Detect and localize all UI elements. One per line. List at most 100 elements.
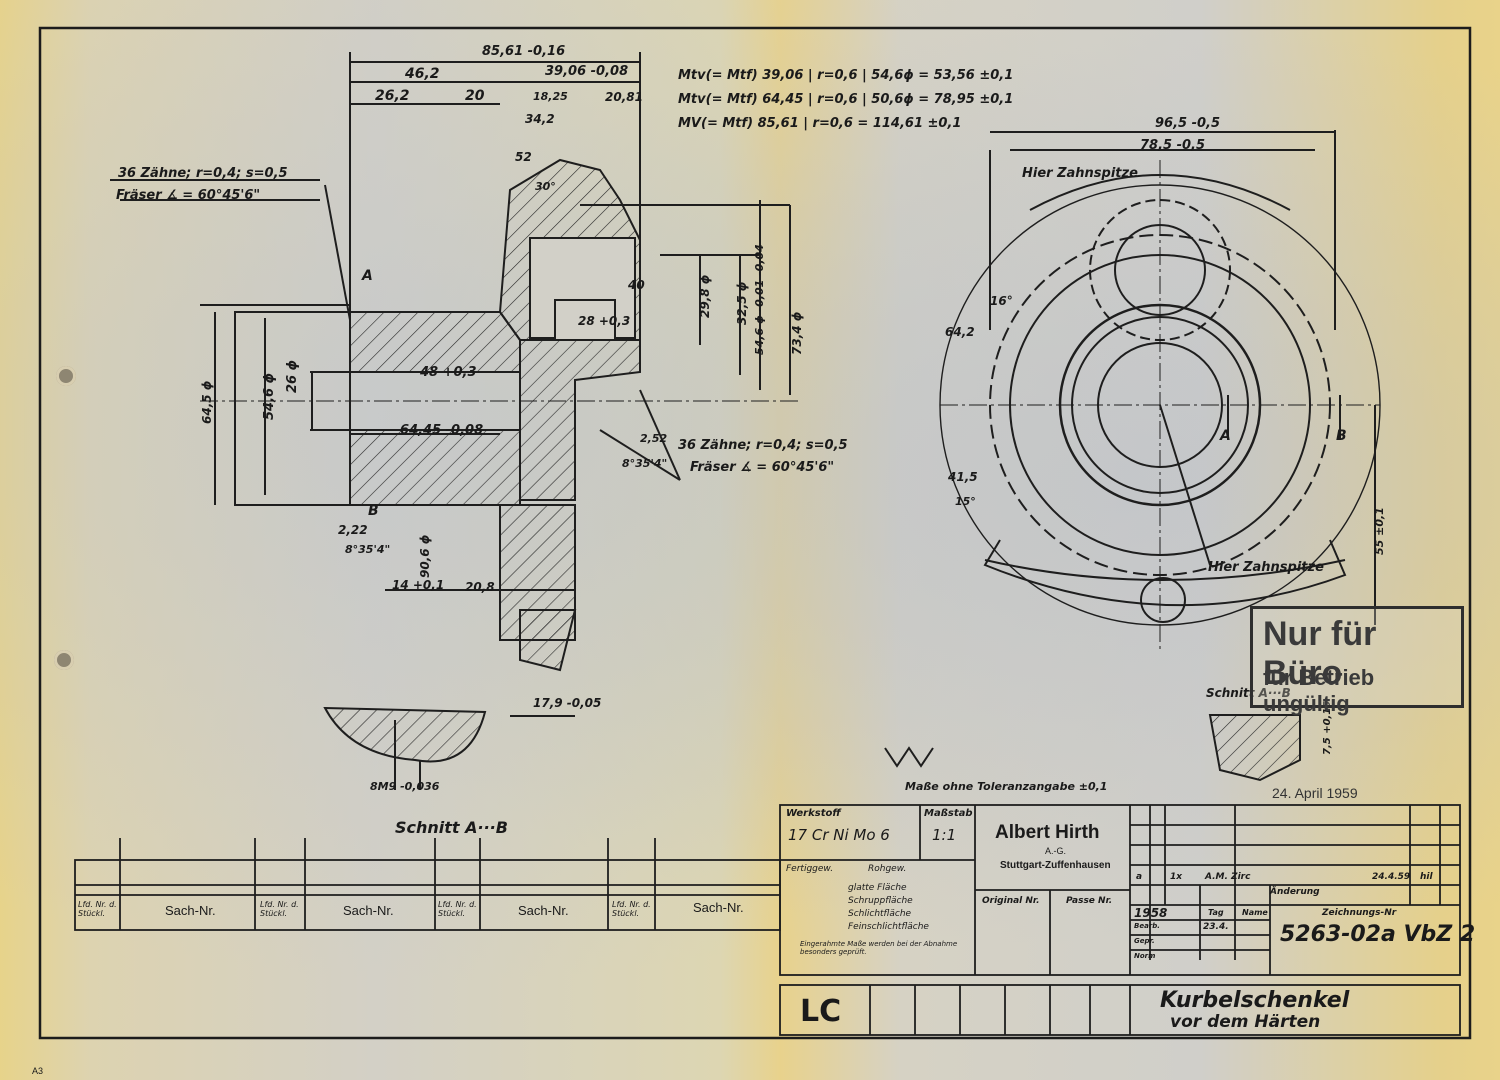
drawing-number-label: Zeichnungs-Nr (1322, 908, 1397, 918)
change-sign: hil (1420, 872, 1433, 882)
year: 1958 (1134, 906, 1168, 920)
parts-list-lfd: Lfd. Nr. d. Stückl. (438, 900, 477, 918)
punch-hole (54, 650, 74, 670)
dimension-label: 46,2 (405, 66, 440, 82)
torque-note: Mtv(= Mtf) 39,06 | r=0,6 | 54,6ϕ = 53,56… (678, 68, 1014, 83)
parts-list-lfd: Lfd. Nr. d. Stückl. (78, 900, 117, 918)
dimension-label: 55 ±0,1 (1373, 507, 1386, 555)
scale-value: 1:1 (932, 826, 957, 844)
dimension-label: 26 ϕ (285, 360, 300, 393)
sheet-format: A3 (32, 1066, 44, 1076)
surface-legend: Schruppfläche (848, 896, 913, 906)
surface-legend: glatte Fläche (848, 883, 907, 893)
dimension-label: 20,81 (605, 90, 643, 104)
change-by: A.M. Zirc (1205, 872, 1251, 882)
dimension-label: 14 +0,1 (392, 578, 445, 592)
tooth-tip-note: Hier Zahnspitze (1208, 560, 1324, 575)
cutter-note: Fräser ∡ = 60°45'6" (116, 188, 261, 203)
company-name: Albert Hirth (995, 822, 1100, 843)
dimension-label: 52 (515, 150, 532, 164)
dimension-label: 64,2 (945, 325, 975, 339)
dimension-label: 8°35'4" (345, 543, 391, 556)
company-city: Stuttgart-Zuffenhausen (1000, 860, 1111, 871)
surface-legend: Schlichtfläche (848, 909, 912, 919)
section-a-b-right (1208, 714, 1301, 782)
punch-hole (56, 366, 76, 386)
drawn-label: Bearb. (1134, 922, 1160, 930)
section-title: Schnitt A···B (1206, 686, 1291, 700)
dimension-label: 15° (955, 495, 976, 508)
change-qty: 1x (1170, 872, 1183, 882)
dimension-label: 34,2 (525, 112, 555, 126)
surface-legend: Feinschlichtfläche (848, 922, 929, 932)
surface-finish-icon (884, 746, 934, 768)
parts-list-sach: Sach-Nr. (165, 903, 216, 918)
dimension-label: 85,61 -0,16 (482, 44, 566, 59)
dimension-label: 29,8 ϕ (698, 274, 712, 318)
angle-note: 8°35'4" (622, 457, 668, 470)
parts-list-lfd: Lfd. Nr. d. Stückl. (612, 900, 651, 918)
cutter-note: Fräser ∡ = 60°45'6" (690, 460, 835, 475)
dimension-label: 54,6 ϕ -0,01 -0,04 (753, 244, 766, 355)
torque-note: MV(= Mtf) 85,61 | r=0,6 = 114,61 ±0,1 (678, 116, 962, 131)
original-nr-label: Original Nr. (982, 896, 1040, 906)
dimension-label: 20,8 (465, 580, 495, 594)
dimension-label: 26,2 (375, 88, 410, 104)
date-stamp: 24. April 1959 (1272, 785, 1358, 801)
dimension-label: 16° (990, 294, 1013, 308)
parts-list-sach: Sach-Nr. (693, 900, 744, 915)
stamp-line-2: für Betrieb ungültig (1263, 665, 1375, 716)
dimension-label: 64,5 ϕ (200, 380, 214, 424)
drawn-date: 23.4. (1203, 922, 1229, 932)
section-title: Schnitt A···B (395, 818, 508, 837)
section-marker: A (362, 268, 373, 284)
finished-weight-label: Fertiggew. (786, 864, 834, 874)
tolerance-note: Maße ohne Toleranzangabe ±0,1 (905, 780, 1108, 793)
dimension-label: 30° (535, 180, 556, 193)
dimension-label: 78,5 -0,5 (1140, 138, 1206, 153)
parts-list-sach: Sach-Nr. (343, 903, 394, 918)
dimension-label: 28 +0,3 (578, 314, 631, 328)
raw-weight-label: Rohgew. (868, 864, 907, 874)
material-label: Werkstoff (786, 808, 841, 819)
day-label: Tag (1208, 908, 1224, 917)
dimension-label: 20 (465, 88, 485, 104)
drawing-number: 5263-02a VbZ 2 (1280, 922, 1476, 947)
dimension-label: 32,5 ϕ (735, 281, 749, 325)
section-marker: B (1336, 428, 1347, 444)
company-sub: A.-G. (1045, 846, 1067, 856)
checked-label: Gepr. (1134, 937, 1155, 945)
dimension-label: 41,5 (948, 470, 978, 484)
name-label: Name (1242, 908, 1268, 917)
dimension-label: 90,6 ϕ (418, 534, 432, 578)
dimension-label: 8M9 -0,036 (370, 780, 440, 793)
tooth-tip-note: Hier Zahnspitze (1022, 166, 1138, 181)
change-label: Änderung (1270, 887, 1320, 897)
section-a-b-left (323, 706, 487, 763)
left-section-view (110, 52, 800, 790)
dimension-label: 96,5 -0,5 (1155, 116, 1221, 131)
dimension-label: 2,22 (338, 523, 368, 537)
sheet-border (38, 26, 1472, 1040)
passe-nr-label: Passe Nr. (1066, 896, 1113, 906)
part-title: Kurbelschenkel (1160, 988, 1350, 1013)
dimension-label: 64,45 -0,08 (400, 423, 484, 438)
norm-label: Norm (1134, 952, 1156, 960)
inspection-note: Eingerahmte Maße werden bei der Abnahme … (800, 940, 958, 956)
teeth-note: 36 Zähne; r=0,4; s=0,5 (678, 438, 848, 453)
right-front-view (939, 130, 1381, 650)
parts-list-lfd: Lfd. Nr. d. Stückl. (260, 900, 299, 918)
office-only-stamp: Nur für Büro für Betrieb ungültig (1250, 606, 1464, 716)
dimension-label: 54,6 ϕ (262, 373, 277, 420)
dimension-label: 40 (628, 278, 645, 292)
parts-list-sach: Sach-Nr. (518, 903, 569, 918)
material-value: 17 Cr Ni Mo 6 (788, 826, 890, 844)
stamp-line-1: Nur für Büro (1263, 615, 1377, 692)
change-date: 24.4.59 (1372, 872, 1411, 882)
part-subtitle: vor dem Härten (1170, 1012, 1321, 1032)
lc-code: LC (800, 994, 842, 1029)
title-block-grid (74, 804, 1461, 1036)
scale-label: Maßstab (924, 808, 973, 819)
dimension-label: 73,4 ϕ (790, 311, 804, 355)
